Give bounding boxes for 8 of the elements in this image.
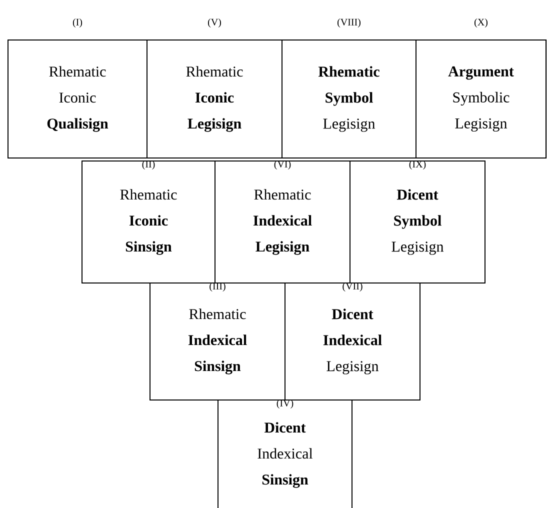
class-box: (V) Rhematic Iconic Legisign bbox=[146, 18, 282, 158]
node-label: (X) bbox=[474, 18, 488, 28]
node-label: (I) bbox=[72, 18, 82, 28]
node-label: (VIII) bbox=[338, 18, 360, 28]
node-label: (V) bbox=[208, 18, 221, 28]
class-box: (I) Rhematic Iconic Qualisign bbox=[8, 18, 148, 158]
class-box: (VIII) Rhematic Symbol Legisign bbox=[282, 18, 416, 158]
class-box: (X) Argument Symbolic Legisign bbox=[416, 18, 546, 158]
